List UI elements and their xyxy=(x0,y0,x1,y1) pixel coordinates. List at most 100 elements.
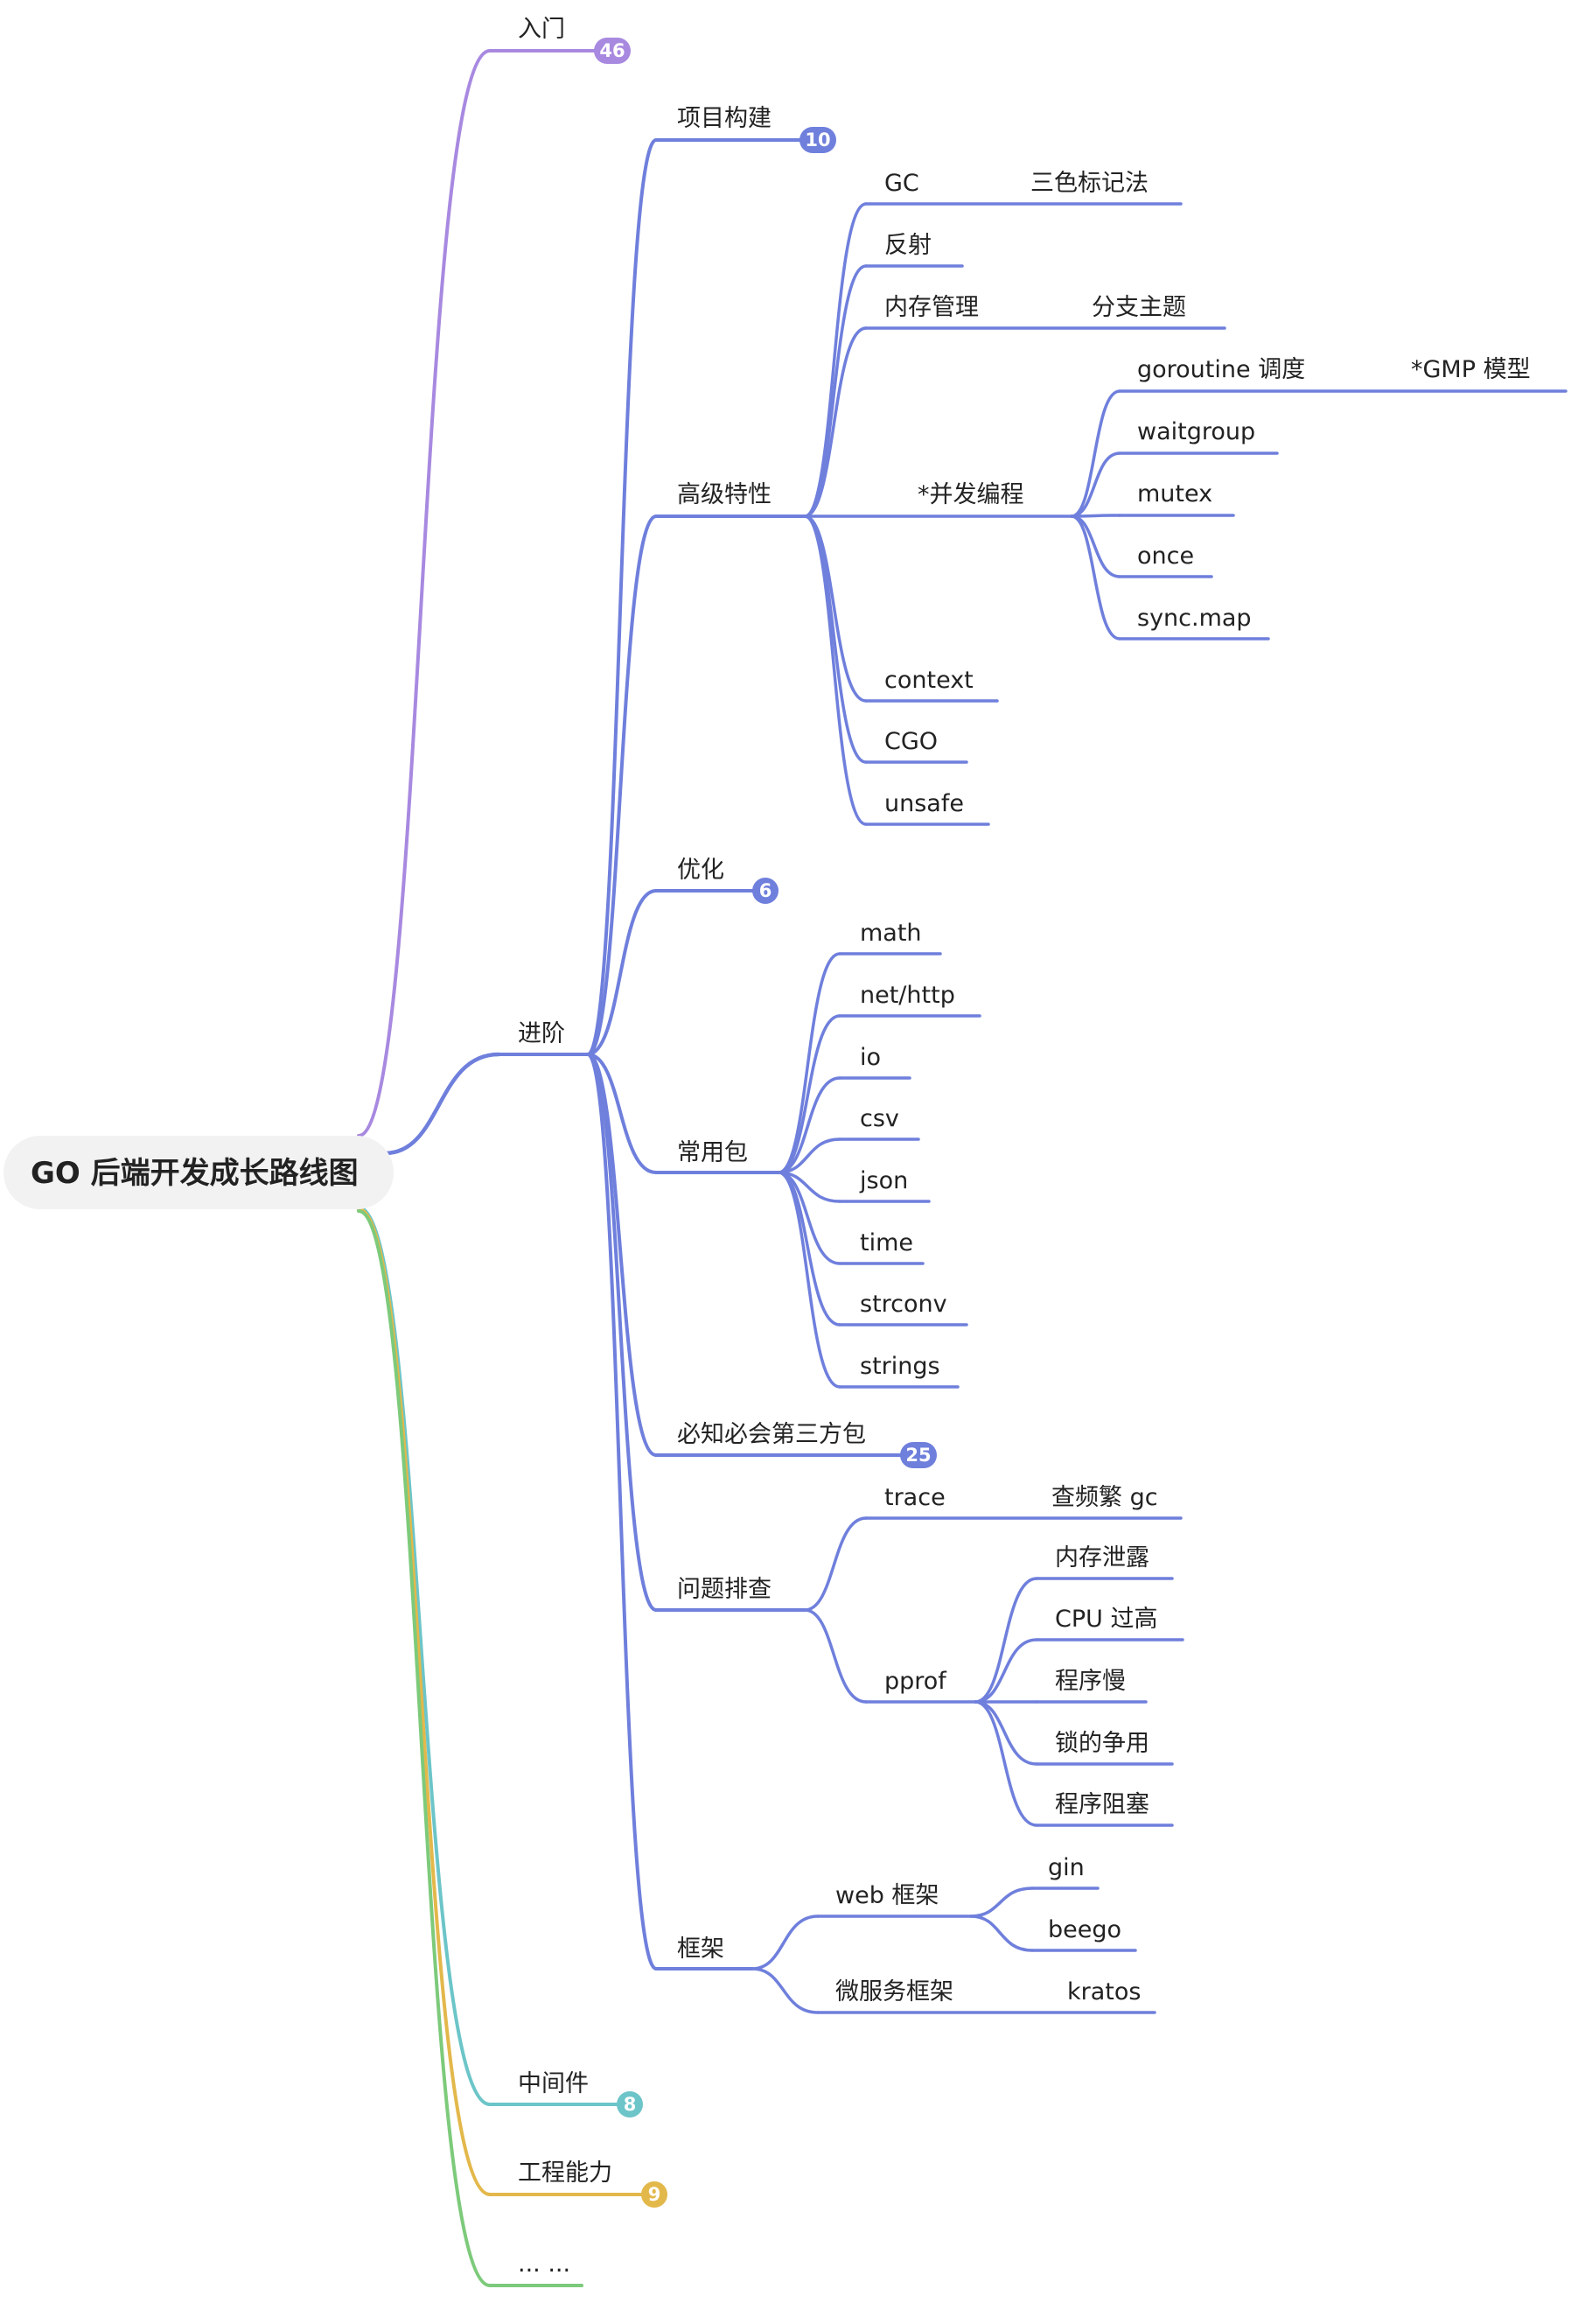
badge-count: 8 xyxy=(624,2094,637,2115)
connector-line xyxy=(974,1700,1038,1766)
connector-line xyxy=(586,1053,658,1970)
badge-middleware-count[interactable]: 8 xyxy=(617,2091,643,2118)
node-high-cpu[interactable]: CPU 过高 xyxy=(1055,1606,1157,1633)
badge-engineering-count[interactable]: 9 xyxy=(641,2181,667,2208)
connector-line xyxy=(803,202,868,518)
node-goroutine-scheduling[interactable]: goroutine 调度 xyxy=(1137,356,1305,383)
connector-line xyxy=(357,1209,492,2287)
node-project-build[interactable]: 项目构建 xyxy=(677,105,772,132)
node-troubleshooting[interactable]: 问题排查 xyxy=(677,1576,772,1603)
connector-line xyxy=(1070,452,1121,518)
root-title: GO 后端开发成长路线图 xyxy=(31,1156,359,1191)
node-third-party[interactable]: 必知必会第三方包 xyxy=(677,1421,866,1448)
count-badges: 46 8 9 10 6 25 xyxy=(594,38,937,2208)
root-node[interactable] xyxy=(3,1136,394,1209)
connector-line xyxy=(1070,514,1121,578)
connector-line xyxy=(1070,389,1121,518)
node-middleware[interactable]: 中间件 xyxy=(518,2070,589,2097)
node-pkg-csv[interactable]: csv xyxy=(860,1105,899,1132)
connector-line xyxy=(1070,514,1121,640)
connector-line xyxy=(586,889,658,1056)
badge-thirdparty-count[interactable]: 25 xyxy=(900,1442,937,1468)
connector-line xyxy=(357,1206,492,2106)
connector-line xyxy=(382,1052,501,1156)
node-underlines xyxy=(488,49,1568,2287)
node-frameworks[interactable]: 框架 xyxy=(677,1936,724,1963)
badge-count: 25 xyxy=(905,1445,931,1466)
node-more[interactable]: ... ... xyxy=(518,2250,570,2278)
node-sync-map[interactable]: sync.map xyxy=(1137,605,1252,632)
node-trace[interactable]: trace xyxy=(884,1484,946,1511)
connector-line xyxy=(974,1577,1038,1704)
badge-count: 6 xyxy=(759,880,772,901)
node-frequent-gc[interactable]: 查频繁 gc xyxy=(1051,1484,1158,1511)
connector-lines xyxy=(357,49,1121,2287)
node-engineering[interactable]: 工程能力 xyxy=(518,2160,612,2187)
connector-line xyxy=(777,952,841,1174)
node-slow-program[interactable]: 程序慢 xyxy=(1055,1668,1126,1695)
connector-line xyxy=(777,1138,841,1174)
node-reflection[interactable]: 反射 xyxy=(884,232,932,259)
node-mutex[interactable]: mutex xyxy=(1137,480,1212,508)
connector-line xyxy=(777,1171,841,1389)
node-branch-topic[interactable]: 分支主题 xyxy=(1092,294,1186,321)
connector-line xyxy=(586,1053,658,1174)
connector-line xyxy=(357,49,492,1138)
connector-line xyxy=(751,1967,820,2014)
connector-line xyxy=(803,514,868,764)
node-once[interactable]: once xyxy=(1137,542,1194,570)
connector-line xyxy=(777,1171,841,1326)
badge-count: 46 xyxy=(599,40,625,61)
node-pkg-math[interactable]: math xyxy=(860,920,922,947)
node-gc[interactable]: GC xyxy=(884,170,919,197)
node-waitgroup[interactable]: waitgroup xyxy=(1137,418,1255,445)
node-pkg-strconv[interactable]: strconv xyxy=(860,1291,947,1318)
node-web-framework[interactable]: web 框架 xyxy=(835,1882,939,1909)
node-program-blocking[interactable]: 程序阻塞 xyxy=(1055,1791,1149,1818)
node-pprof[interactable]: pprof xyxy=(884,1668,947,1695)
node-pkg-time[interactable]: time xyxy=(860,1229,913,1256)
node-concurrency[interactable]: *并发编程 xyxy=(918,481,1024,508)
badge-count: 10 xyxy=(805,130,830,150)
node-memory-leak[interactable]: 内存泄露 xyxy=(1055,1544,1149,1572)
node-kratos[interactable]: kratos xyxy=(1067,1978,1141,2006)
connector-line xyxy=(777,1171,841,1203)
connector-line xyxy=(803,1516,868,1612)
connector-line xyxy=(1070,514,1121,518)
node-pkg-strings[interactable]: strings xyxy=(860,1353,940,1380)
node-beego[interactable]: beego xyxy=(1048,1916,1121,1943)
node-pkg-net-http[interactable]: net/http xyxy=(860,982,955,1009)
node-lock-contention[interactable]: 锁的争用 xyxy=(1055,1730,1149,1757)
connector-line xyxy=(969,1914,1034,1952)
connector-line xyxy=(777,1076,841,1174)
node-gin[interactable]: gin xyxy=(1048,1854,1085,1881)
node-context[interactable]: context xyxy=(884,667,974,694)
connector-line xyxy=(586,514,658,1056)
node-tricolor[interactable]: 三色标记法 xyxy=(1030,170,1149,197)
connector-line xyxy=(777,1014,841,1174)
connector-line xyxy=(974,1638,1038,1704)
node-optimize[interactable]: 优化 xyxy=(677,857,724,884)
connector-line xyxy=(803,514,868,826)
badge-optimize-count[interactable]: 6 xyxy=(752,878,779,904)
node-pkg-io[interactable]: io xyxy=(860,1044,881,1071)
connector-line xyxy=(586,1053,658,1612)
node-memory-management[interactable]: 内存管理 xyxy=(884,294,979,321)
node-gmp-model[interactable]: *GMP 模型 xyxy=(1411,356,1531,383)
node-pkg-json[interactable]: json xyxy=(859,1167,908,1194)
node-cgo[interactable]: CGO xyxy=(884,728,938,755)
node-advanced-features[interactable]: 高级特性 xyxy=(677,481,772,508)
node-common-packages[interactable]: 常用包 xyxy=(677,1139,748,1166)
badge-project-count[interactable]: 10 xyxy=(799,127,836,153)
node-intro[interactable]: 入门 xyxy=(518,16,565,43)
badge-intro-count[interactable]: 46 xyxy=(594,38,631,64)
node-advanced[interactable]: 进阶 xyxy=(518,1020,565,1047)
badge-count: 9 xyxy=(648,2184,661,2205)
node-microservice-framework[interactable]: 微服务框架 xyxy=(835,1978,953,2006)
connector-line xyxy=(803,326,868,518)
connector-line xyxy=(803,1608,868,1704)
node-unsafe[interactable]: unsafe xyxy=(884,790,964,817)
connector-line xyxy=(803,264,868,518)
connector-line xyxy=(751,1914,820,1970)
